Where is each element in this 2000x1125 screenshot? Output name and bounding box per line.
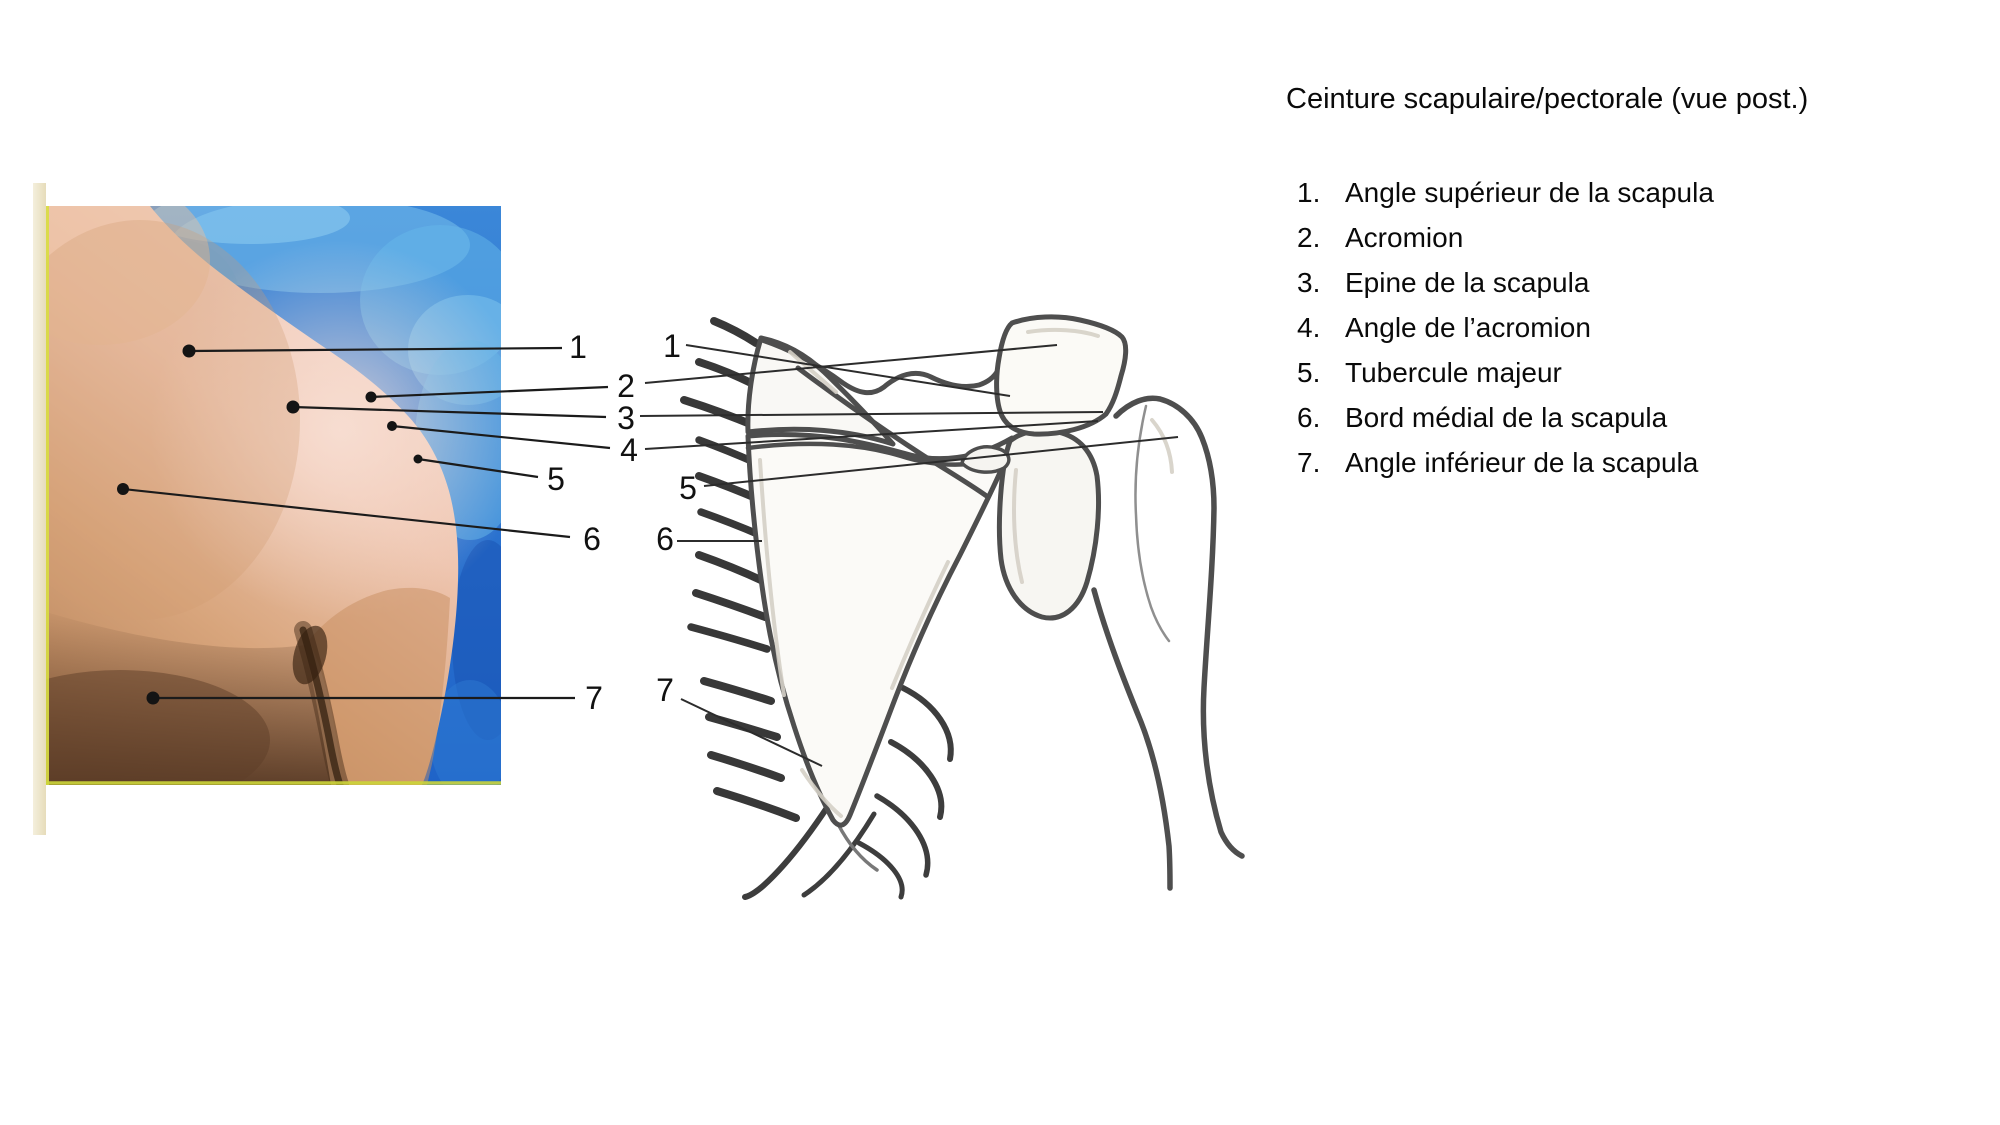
humerus-neck-line [1134,404,1171,643]
legend-item-label: Angle de l’acromion [1345,312,1591,343]
legend-item-number: 2. [1297,222,1321,253]
marker-photo-5: 5 [547,461,565,497]
photo-dots [117,344,423,705]
shoulder-photo [46,206,501,785]
legend-item: 2. Acromion [1297,215,1714,260]
legend-item-label: Angle supérieur de la scapula [1345,177,1714,208]
legend-item-label: Bord médial de la scapula [1345,402,1668,433]
legend-item: 5. Tubercule majeur [1297,350,1714,395]
legend-item: 4. Angle de l’acromion [1297,305,1714,350]
legend-item-label: Tubercule majeur [1345,357,1562,388]
drawing-leader-lines [639,344,1179,767]
legend-title: Ceinture scapulaire/pectorale (vue post.… [1286,83,1809,115]
marker-drawing-7: 7 [656,672,674,708]
marker-photo-2: 2 [617,368,635,404]
photo-leader-lines [122,346,611,700]
legend-item-number: 6. [1297,402,1321,433]
legend-item-label: Angle inférieur de la scapula [1345,447,1699,478]
marker-drawing-1: 1 [663,328,681,364]
legend-item-number: 5. [1297,357,1321,388]
glenoid-notch [960,445,1011,474]
legend-item-number: 7. [1297,447,1321,478]
legend-list: 1. Angle supérieur de la scapula 2. Acro… [1286,170,1714,485]
marker-drawing-5: 5 [679,470,697,506]
legend-item: 7. Angle inférieur de la scapula [1297,440,1714,485]
legend-item-number: 3. [1297,267,1321,298]
legend-item-label: Acromion [1345,222,1464,253]
marker-photo-1: 1 [569,329,587,365]
marker-photo-3: 3 [617,400,635,436]
marker-photo-6: 6 [583,521,601,557]
scapula-body [745,431,1015,828]
page-strip [33,183,46,835]
marker-photo-7: 7 [585,680,603,716]
marker-drawing-6: 6 [656,521,674,557]
marker-photo-4: 4 [620,432,638,468]
pencil-shading [758,327,1174,818]
acromion-block [994,314,1129,437]
legend-item: 6. Bord médial de la scapula [1297,395,1714,440]
legend-item: 3. Epine de la scapula [1297,260,1714,305]
legend-item-label: Epine de la scapula [1345,267,1590,298]
legend-item: 1. Angle supérieur de la scapula [1297,170,1714,215]
legend-item-number: 4. [1297,312,1321,343]
humerus [1091,395,1245,891]
bone-drawing [680,314,1245,900]
legend-item-number: 1. [1297,177,1321,208]
arm-region [309,587,450,785]
